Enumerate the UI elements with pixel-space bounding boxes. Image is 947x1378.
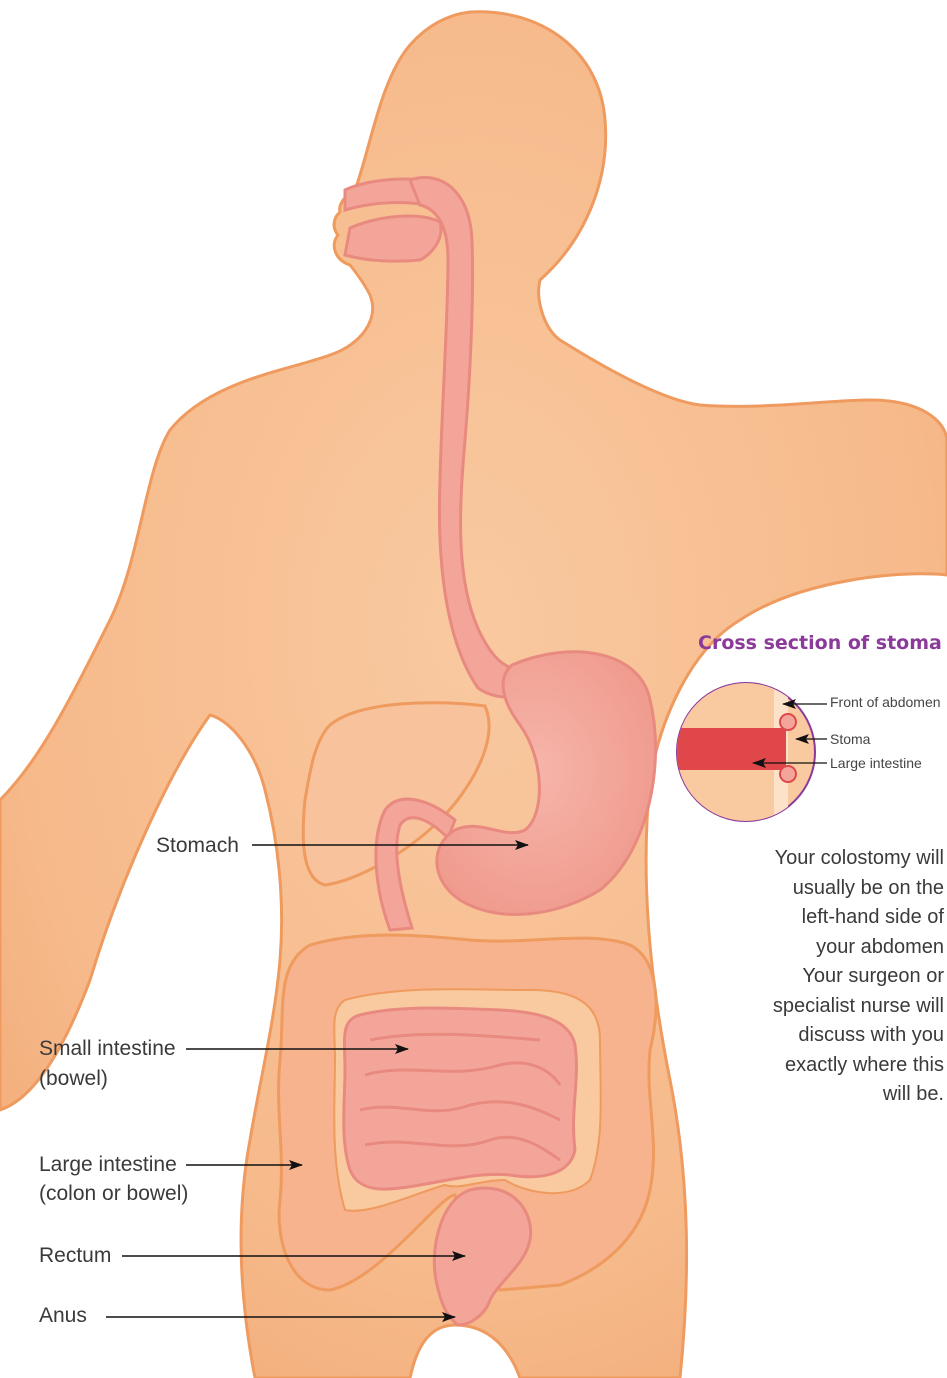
inset-title: Cross section of stoma xyxy=(698,632,942,654)
label-small-intestine: Small intestine xyxy=(39,1034,176,1063)
inset-label-large-intestine: Large intestine xyxy=(830,755,922,771)
inset-label-stoma: Stoma xyxy=(830,731,870,747)
note-line: exactly where this xyxy=(738,1051,944,1081)
oral-cavity xyxy=(345,216,441,261)
label-large-intestine: Large intestine xyxy=(39,1150,177,1179)
colostomy-note: Your colostomy will usually be on the le… xyxy=(738,844,944,1110)
note-line: specialist nurse will xyxy=(738,992,944,1022)
inset-label-front-of-abdomen: Front of abdomen xyxy=(830,694,941,710)
note-line: will be. xyxy=(738,1080,944,1110)
label-stomach: Stomach xyxy=(156,831,239,860)
label-large-intestine-sub: (colon or bowel) xyxy=(39,1179,188,1208)
note-line: your abdomen xyxy=(738,933,944,963)
note-line: discuss with you xyxy=(738,1021,944,1051)
label-rectum: Rectum xyxy=(39,1241,111,1270)
note-line: usually be on the xyxy=(738,874,944,904)
note-line: Your colostomy will xyxy=(738,844,944,874)
label-small-intestine-sub: (bowel) xyxy=(39,1064,108,1093)
note-line: Your surgeon or xyxy=(738,962,944,992)
note-line: left-hand side of xyxy=(738,903,944,933)
label-anus: Anus xyxy=(39,1301,87,1330)
